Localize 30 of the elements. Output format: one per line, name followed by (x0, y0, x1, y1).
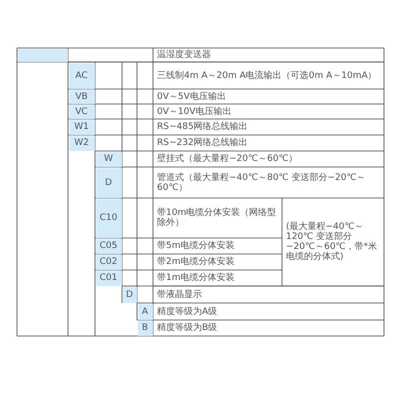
table-cell-text: 0V～5V电压输出 (156, 90, 227, 104)
table-cell-text: RS−485网络总线输出 (156, 120, 249, 134)
table-cell-text: 三线制4m A～20m A电流输出（可选0m A～10mA） (156, 70, 378, 82)
table-cell-text: RS−232网络总线输出 (156, 136, 249, 150)
table-cell: W (96, 152, 122, 166)
table-cell: C05 (96, 238, 122, 254)
table-cell: C02 (96, 254, 122, 270)
table-cell: VB (68, 90, 94, 104)
table-cell-text: 精度等级为B级 (156, 322, 218, 335)
table-cell-text: 带10m电缆分体安装（网络型除外） (156, 206, 278, 230)
table-cell-text: 0V～10V电压输出 (156, 106, 232, 118)
table-cell-text: 带液晶显示 (156, 288, 203, 302)
table-cell: B (138, 320, 152, 336)
table-cell: C01 (96, 270, 122, 286)
table-cell-text: 带2m电缆分体安装 (156, 256, 236, 269)
table-cell-text: (最大量程−40℃～120℃ 变送部分−20℃～60℃，带*米电缆的分体式) (285, 220, 378, 264)
table-cell-text: 精度等级为A级 (156, 306, 218, 318)
table-cell-text: 管道式（最大量程−40℃～80℃ 变送部分−20℃～60℃） (156, 172, 367, 194)
table-cell: AC (68, 62, 94, 88)
table-cell: W2 (68, 136, 94, 150)
table-cell: VC (68, 104, 94, 118)
table-cell: A (138, 304, 152, 320)
table-cell-text: 带1m电缆分体安装 (156, 272, 236, 285)
table-cell: W1 (68, 120, 94, 134)
table-cell-text: 带5m电缆分体安装 (156, 240, 236, 253)
table-cell: D (122, 286, 136, 302)
table-cell-text: 壁挂式（最大量程−20℃～60℃） (156, 152, 299, 166)
table-cell: C10 (96, 198, 122, 238)
table-cell-text: 温湿度变送器 (156, 48, 212, 62)
table-cell: D (96, 168, 122, 198)
